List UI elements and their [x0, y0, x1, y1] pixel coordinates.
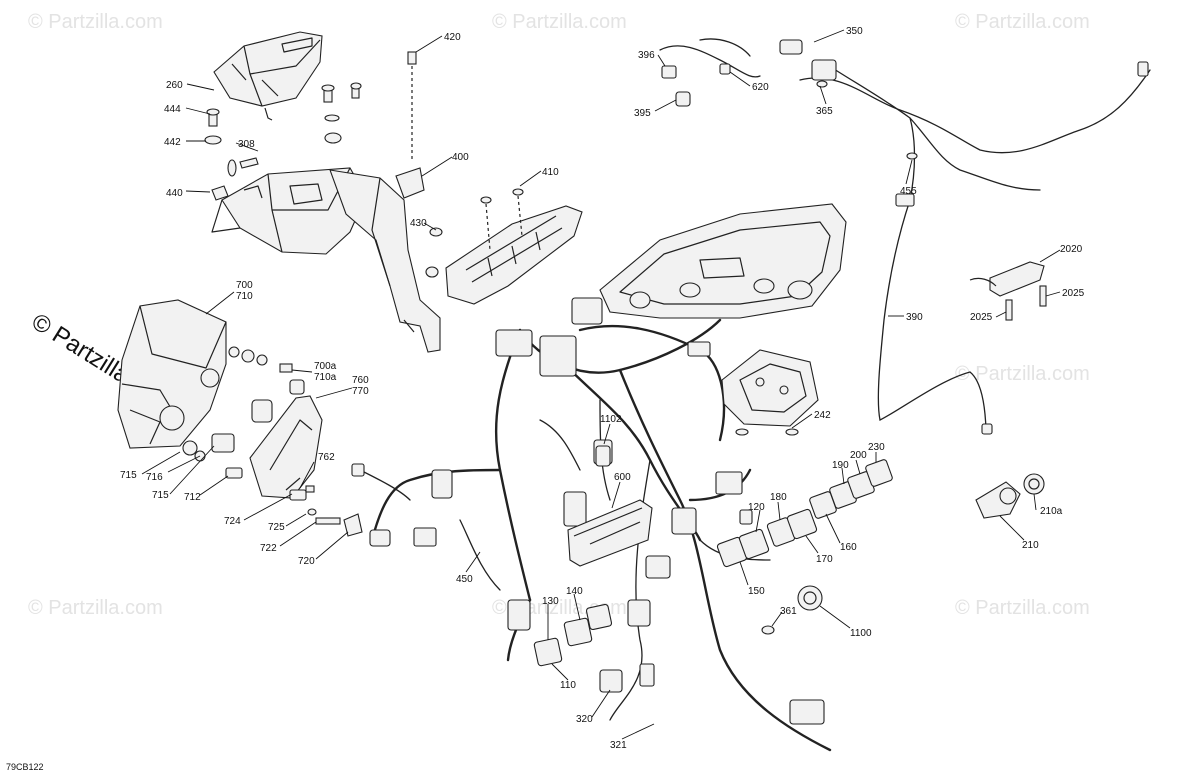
- callout-762: 762: [318, 452, 335, 463]
- callout-724: 724: [224, 516, 241, 527]
- callout-710a: 710a: [314, 372, 337, 383]
- callout-430: 430: [410, 218, 427, 229]
- callout-242: 242: [814, 410, 831, 421]
- watermark: © Partzilla.com: [955, 363, 1090, 385]
- callout-180: 180: [770, 492, 787, 503]
- callout-1100: 1100: [850, 628, 872, 639]
- callout-715: 715: [152, 490, 169, 501]
- switches-lower-drawing: [533, 603, 613, 667]
- callout-400: 400: [452, 152, 469, 163]
- callout-210: 210: [1022, 540, 1039, 551]
- callout-700a: 700a: [314, 361, 337, 372]
- callout-2025: 2025: [1062, 288, 1085, 299]
- switches-row-drawing: [716, 459, 893, 568]
- callout-labels: 420 260 444 442 308 440 400 410 430 396 …: [6, 26, 1085, 772]
- watermark: © Partzilla.com: [28, 11, 163, 33]
- gauge-600-drawing: [567, 499, 653, 567]
- upper-right-harness-drawing: [659, 38, 1151, 435]
- callout-321: 321: [610, 740, 627, 751]
- callout-140: 140: [566, 586, 583, 597]
- callout-710: 710: [236, 291, 253, 302]
- callout-200: 200: [850, 450, 867, 461]
- callout-390: 390: [906, 312, 923, 323]
- ignition-parts-drawing: [595, 445, 1045, 635]
- cover-260-drawing: [213, 31, 323, 121]
- callout-455: 455: [900, 186, 917, 197]
- callout-2020: 2020: [1060, 244, 1083, 255]
- leader-lines: [141, 29, 1061, 740]
- bracket-760-drawing: [249, 395, 363, 537]
- bracket-410-drawing: [425, 188, 583, 305]
- callout-110: 110: [560, 680, 576, 691]
- headlight-assembly-drawing: [117, 299, 305, 479]
- callout-440: 440: [166, 188, 183, 199]
- battery-tray-drawing: [211, 167, 367, 255]
- callout-712: 712: [184, 492, 201, 503]
- callout-130: 130: [542, 596, 559, 607]
- callout-442: 442: [164, 137, 181, 148]
- callout-395: 395: [634, 108, 651, 119]
- callout-620: 620: [752, 82, 769, 93]
- callout-2025: 2025: [970, 312, 993, 323]
- callout-700: 700: [236, 280, 253, 291]
- callout-361: 361: [780, 606, 797, 617]
- callout-715: 715: [120, 470, 137, 481]
- watermark: © Partzilla.com: [492, 11, 627, 33]
- main-wiring-harness-drawing: [351, 297, 832, 752]
- watermark: © Partzilla.com: [955, 11, 1090, 33]
- bracket-400-drawing: [329, 51, 441, 353]
- callout-450: 450: [456, 574, 473, 585]
- callout-444: 444: [164, 104, 181, 115]
- callout-230: 230: [868, 442, 885, 453]
- callout-160: 160: [840, 542, 857, 553]
- callout-760: 760: [352, 375, 369, 386]
- callout-720: 720: [298, 556, 315, 567]
- callout-260: 260: [166, 80, 183, 91]
- callout-320: 320: [576, 714, 593, 725]
- callout-210a: 210a: [1040, 506, 1063, 517]
- callout-190: 190: [832, 460, 849, 471]
- callout-716: 716: [146, 472, 163, 483]
- module-2020-drawing: [969, 261, 1047, 321]
- callout-396: 396: [638, 50, 655, 61]
- callout-308: 308: [238, 139, 255, 150]
- callout-350: 350: [846, 26, 863, 37]
- watermark: © Partzilla.com: [28, 597, 163, 619]
- watermark: © Partzilla.com: [955, 597, 1090, 619]
- callout-770: 770: [352, 386, 369, 397]
- callout-120: 120: [748, 502, 765, 513]
- module-242-drawing: [721, 349, 819, 436]
- callout-600: 600: [614, 472, 631, 483]
- callout-410: 410: [542, 167, 559, 178]
- callout-365: 365: [816, 106, 833, 117]
- callout-170: 170: [816, 554, 833, 565]
- callout-725: 725: [268, 522, 285, 533]
- callout-1102: 1102: [600, 414, 622, 425]
- cluster-frame-drawing: [599, 203, 847, 319]
- callout-722: 722: [260, 543, 277, 554]
- drawing-code: 79CB122: [6, 762, 44, 772]
- callout-150: 150: [748, 586, 765, 597]
- callout-420: 420: [444, 32, 461, 43]
